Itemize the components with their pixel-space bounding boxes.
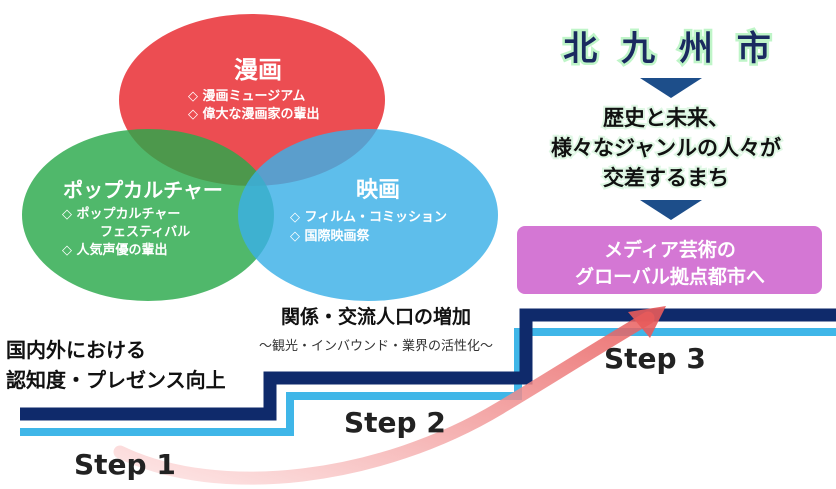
step1-label: Step 1 — [74, 448, 176, 481]
growth-curve-arrow — [113, 311, 655, 485]
vision-line-3: 交差するまち — [603, 166, 729, 190]
film-item-1: ◇ フィルム・コミッション — [290, 210, 447, 225]
city-title: 北 九 州 市 — [563, 29, 777, 69]
down-arrow-2 — [640, 200, 702, 220]
film-title: 映画 — [356, 178, 400, 203]
manga-item-1: ◇ 漫画ミュージアム — [188, 88, 305, 104]
popculture-item-2: フェスティバル — [100, 225, 190, 240]
venn-circle-popculture — [22, 129, 274, 301]
manga-item-2: ◇ 偉大な漫画家の輩出 — [188, 106, 320, 122]
step-stair-navy — [20, 308, 836, 421]
step1-line-1: 国内外における — [6, 338, 146, 362]
step2-title: 関係・交流人口の増加 — [281, 305, 471, 328]
popculture-item-1: ◇ ポップカルチャー — [62, 206, 180, 222]
step2-label: Step 2 — [344, 406, 446, 439]
step1-line-2: 認知度・プレゼンス向上 — [6, 368, 226, 392]
venn-circle-film — [238, 129, 498, 301]
step-stair-light — [20, 328, 836, 436]
step3-label: Step 3 — [604, 342, 706, 375]
down-arrow-1 — [640, 78, 702, 98]
vision-line-1: 歴史と未来、 — [603, 106, 729, 130]
vision-line-2: 様々なジャンルの人々が — [551, 136, 781, 160]
growth-curve-arrowhead — [628, 306, 666, 338]
step2-subtitle: 〜観光・インバウンド・業界の活性化〜 — [259, 338, 493, 354]
popculture-item-3: ◇ 人気声優の輩出 — [62, 242, 168, 258]
manga-title: 漫画 — [234, 56, 282, 84]
goal-line-1: メディア芸術の — [604, 238, 736, 261]
goal-box — [517, 226, 822, 294]
film-item-2: ◇ 国際映画祭 — [290, 228, 371, 244]
popculture-title: ポップカルチャー — [63, 178, 223, 202]
goal-line-2: グローバル拠点都市へ — [575, 265, 765, 288]
